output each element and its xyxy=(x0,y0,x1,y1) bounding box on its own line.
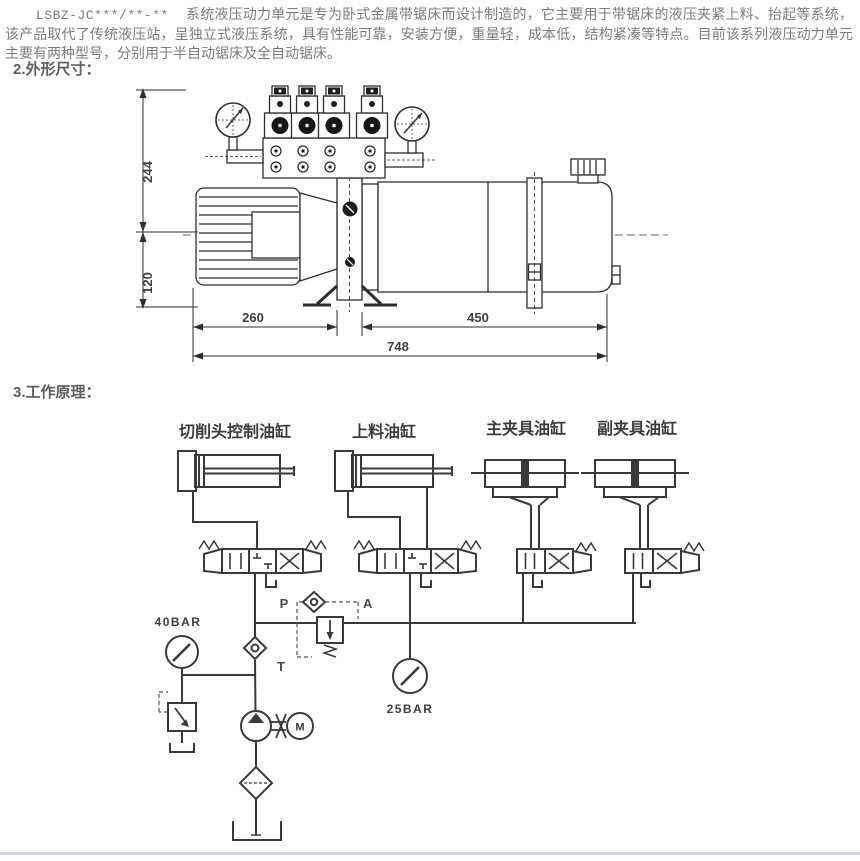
label-port-a: A xyxy=(363,596,373,611)
check-valve xyxy=(242,635,268,661)
valve-loading xyxy=(353,539,482,588)
valve-aux-clamp xyxy=(624,541,705,588)
filler-cap xyxy=(570,158,606,184)
pressure-gauge-right xyxy=(384,106,435,168)
pump-bracket xyxy=(336,170,363,312)
valve-cutting-head xyxy=(198,539,327,588)
dim-horizontal: 260 450 748 xyxy=(192,288,608,362)
hydraulic-schematic: 切削头控制油缸 上料油缸 主夹具油缸 副夹具油缸 xyxy=(155,419,705,841)
pressure-gauge-left xyxy=(205,102,264,164)
drain-plug xyxy=(611,265,621,285)
oil-tank xyxy=(361,158,621,314)
dim-vertical: 244 120 xyxy=(136,88,198,309)
valve-main-clamp xyxy=(516,541,597,588)
solenoid-valve xyxy=(290,85,324,139)
tank-symbol-main xyxy=(232,821,282,841)
bottom-divider xyxy=(0,852,860,855)
dim-450: 450 xyxy=(467,310,489,325)
label-main-clamp-cylinder: 主夹具油缸 xyxy=(486,419,566,438)
filter xyxy=(238,741,274,835)
dim-244: 244 xyxy=(140,160,155,182)
solenoid-valve-bank xyxy=(263,85,389,139)
intro-paragraph: LSBZ-JC***/**-**系统液压动力单元是专为卧式金属带锯床而设计制造的… xyxy=(5,5,853,63)
coupling xyxy=(271,713,287,739)
label-aux-clamp-cylinder: 副夹具油缸 xyxy=(597,419,677,438)
label-loading-cylinder: 上料油缸 xyxy=(352,422,416,441)
cylinder-aux-clamp xyxy=(581,459,689,549)
tank-symbol-relief xyxy=(169,743,195,753)
solenoid-valve xyxy=(355,85,389,139)
section-principle-heading: 3.工作原理： xyxy=(13,384,101,401)
motor-coupling-cone xyxy=(299,192,338,282)
intro-text: 系统液压动力单元是专为卧式金属带锯床而设计制造的，它主要用于带锯床的液压夹紧上料… xyxy=(5,6,853,61)
electric-motor-symbol: M xyxy=(286,712,314,740)
section-dimensions-heading: 2.外形尺寸： xyxy=(13,61,101,78)
terminal-box xyxy=(251,211,301,259)
dim-120: 120 xyxy=(140,272,155,294)
label-port-p: P xyxy=(280,596,289,611)
pump xyxy=(240,710,272,742)
outline-dimension-drawing: 244 120 260 450 748 xyxy=(136,85,668,362)
cylinder-loading xyxy=(334,450,453,549)
reduced-pressure-gauge: 25BAR xyxy=(387,658,434,716)
mounting-feet xyxy=(303,284,397,307)
label-motor-m: M xyxy=(295,722,304,734)
piping xyxy=(254,573,636,712)
label-25bar: 25BAR xyxy=(387,702,434,716)
relief-valve xyxy=(158,675,197,753)
cylinder-cutting-head xyxy=(177,450,295,549)
label-40bar: 40BAR xyxy=(155,615,202,629)
dim-748: 748 xyxy=(387,339,409,354)
solenoid-valve xyxy=(263,85,297,139)
model-code: LSBZ-JC***/**-** xyxy=(36,8,169,23)
label-cutting-head-cylinder: 切削头控制油缸 xyxy=(179,422,291,441)
dim-260: 260 xyxy=(242,310,264,325)
pressure-reducing-valve: P A xyxy=(280,590,373,658)
main-pressure-gauge: 40BAR xyxy=(155,615,255,676)
electric-motor xyxy=(195,187,338,286)
solenoid-valve xyxy=(317,85,351,139)
cylinder-main-clamp xyxy=(471,459,579,549)
label-port-t: T xyxy=(277,659,285,674)
manifold-block xyxy=(262,137,386,179)
tank-strap xyxy=(526,172,543,314)
